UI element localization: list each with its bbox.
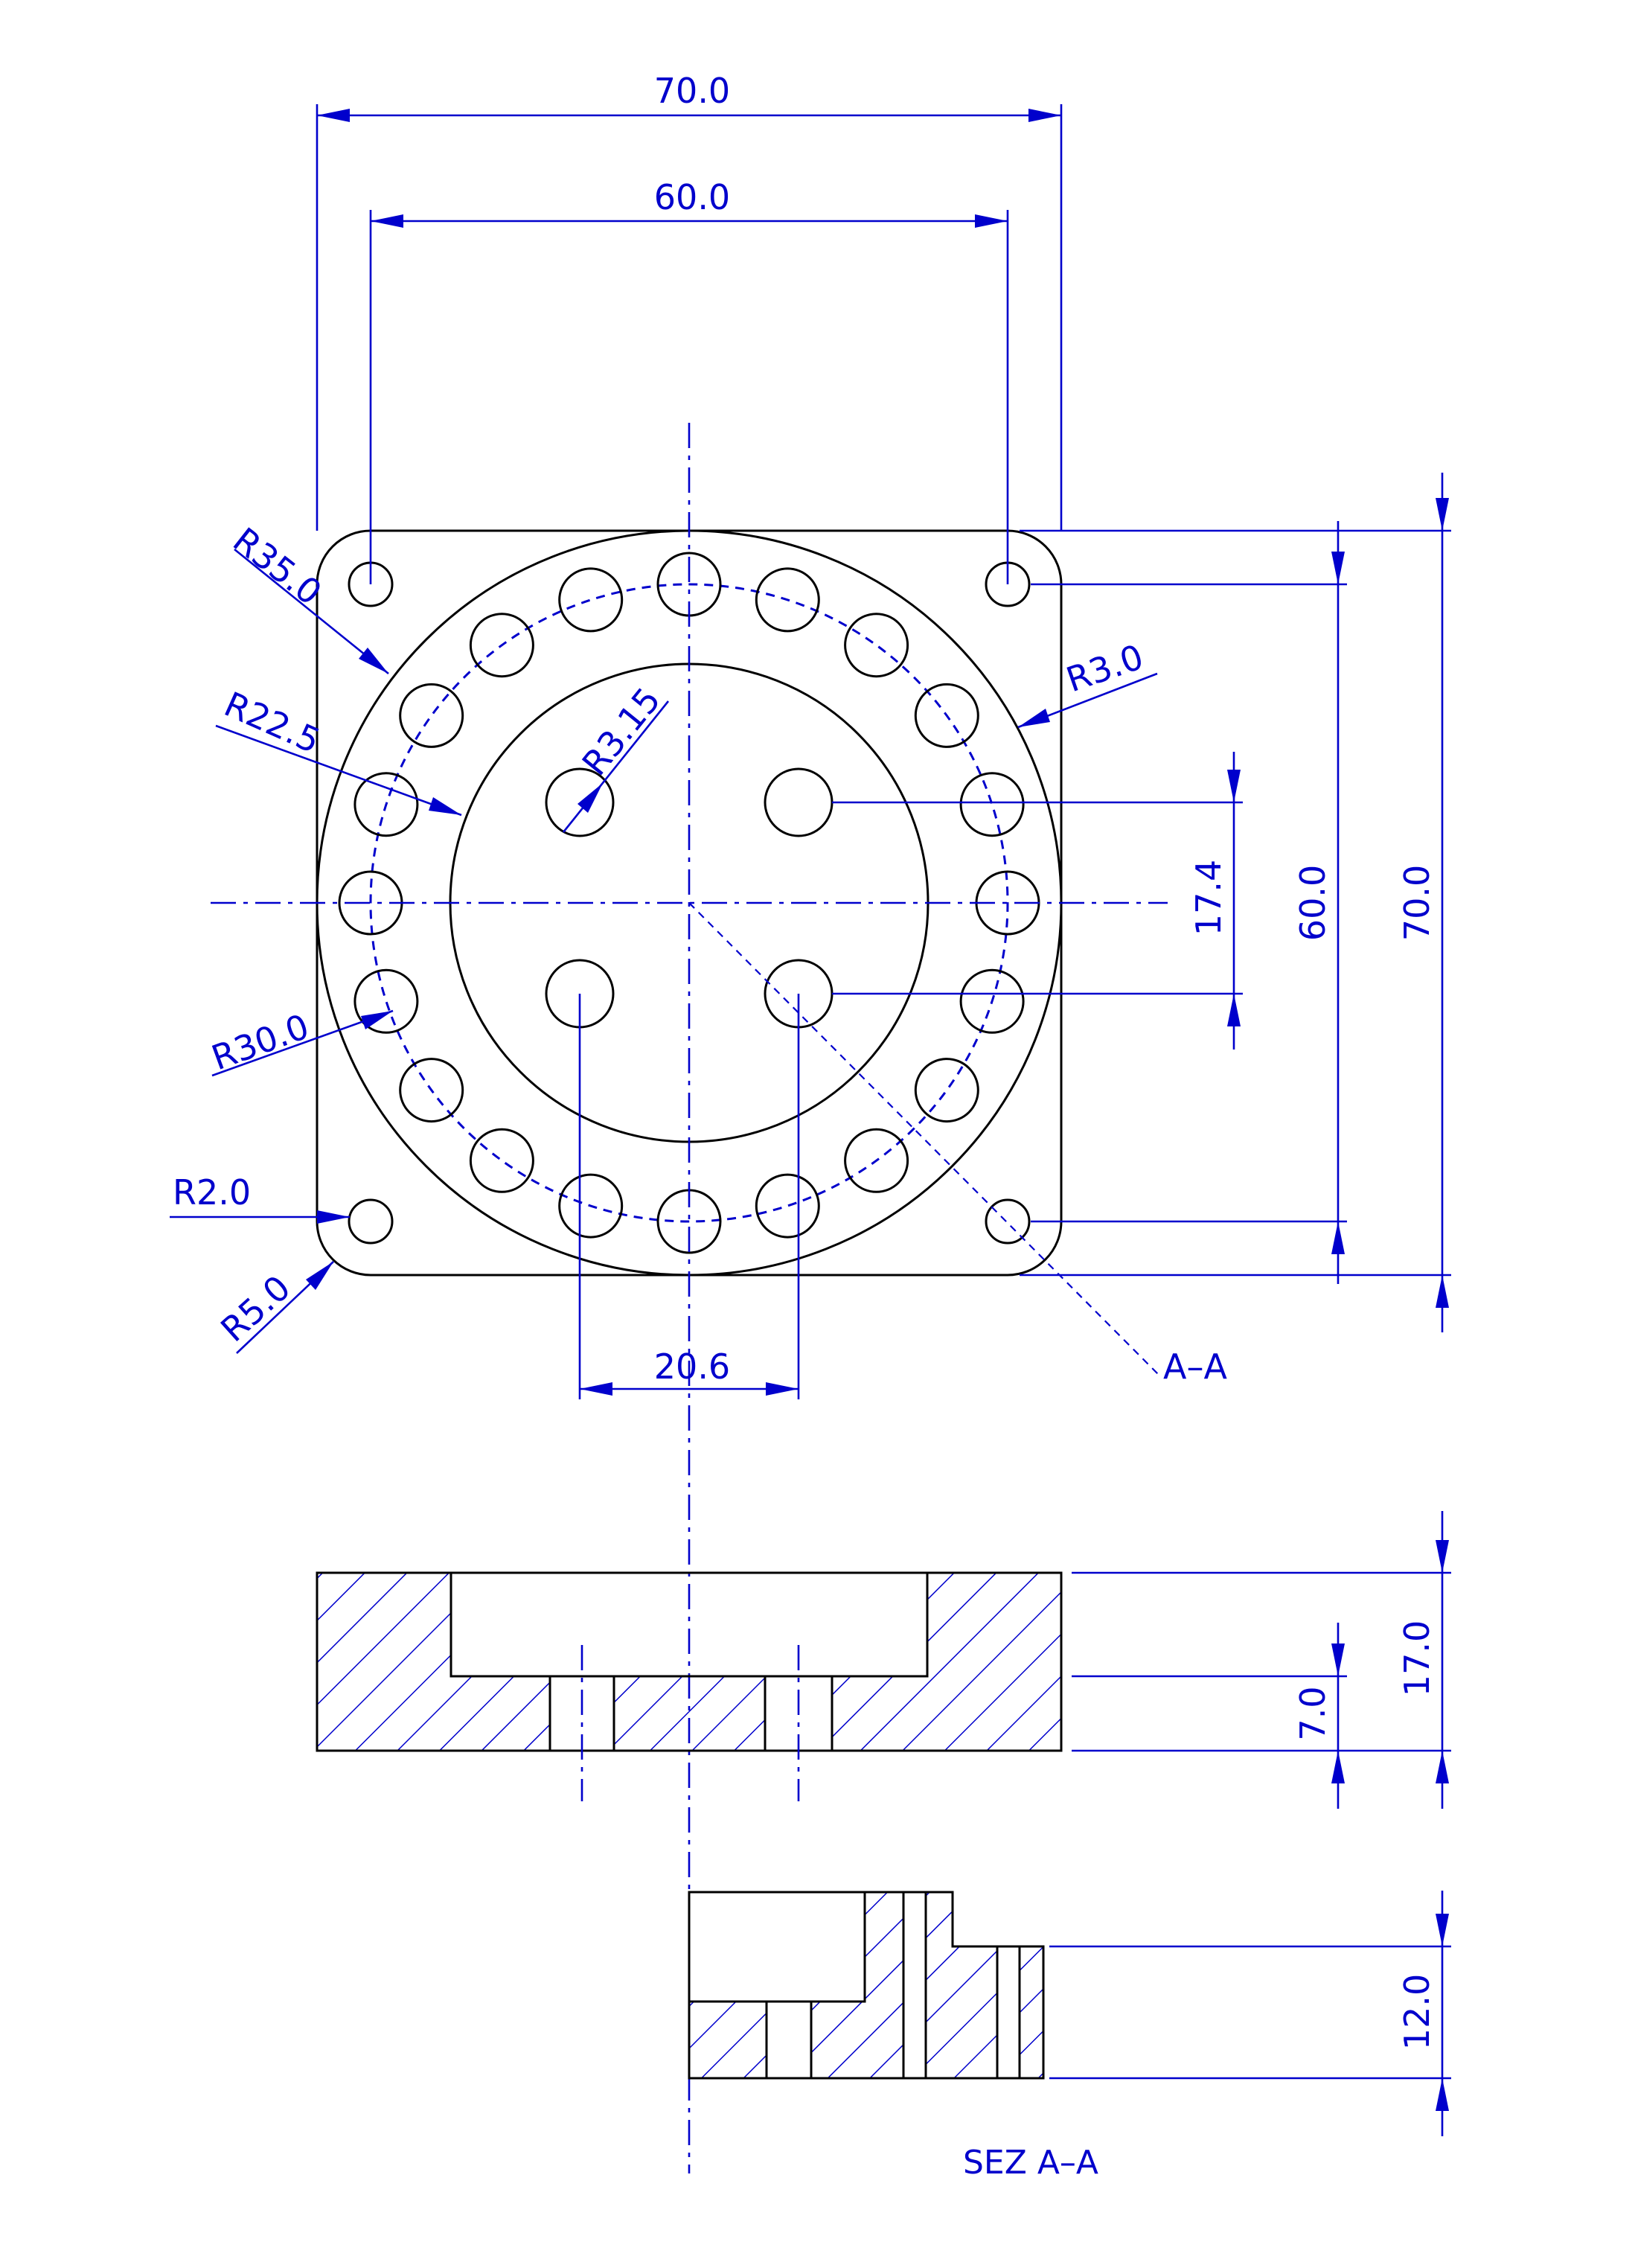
section-hole [765, 2000, 813, 2080]
arrow-head [577, 783, 603, 813]
arrow-head [1436, 1540, 1449, 1573]
section-hole [996, 1945, 1021, 2080]
arrow-head [371, 214, 403, 228]
arrow-head [766, 1382, 799, 1396]
radius-inner-circle: R22.5 [219, 684, 327, 761]
arrow-head [317, 1210, 350, 1224]
bolt-hole [959, 772, 1025, 837]
bolt-hole [558, 1173, 624, 1239]
bolt-hole [469, 613, 534, 678]
section-title: SEZ A–A [963, 2144, 1098, 2182]
arrow-head [1331, 1643, 1345, 1676]
radius-inner-hole: R3.15 [575, 680, 669, 782]
hatched-region [831, 1571, 1063, 1752]
radius-bolt-circle: R30.0 [206, 1006, 314, 1079]
bolt-hole [959, 968, 1025, 1034]
section-hole [902, 1891, 927, 2080]
arrow-head [1331, 1221, 1345, 1254]
hatched-region [316, 1571, 551, 1752]
arrow-head [1018, 709, 1050, 727]
arrow-head [1227, 994, 1241, 1026]
inner-hole [545, 767, 615, 837]
arrow-head [1436, 2078, 1449, 2111]
bolt-hole [399, 683, 464, 748]
bolt-hole [353, 968, 419, 1034]
bolt-hole [353, 772, 419, 837]
section-marker: A–A [1163, 1347, 1227, 1387]
bolt-hole [755, 567, 820, 633]
hatched-region [688, 2000, 768, 2080]
arrow-head [1331, 552, 1345, 584]
arrow-head [1331, 1751, 1345, 1783]
radius-corner-hole: R2.0 [173, 1172, 251, 1213]
arrow-head [1436, 1275, 1449, 1308]
arrow-head [1227, 770, 1241, 802]
arrow-head [306, 1262, 333, 1290]
arrow-head [361, 1011, 393, 1029]
radius-bolt-hole: R3.0 [1061, 636, 1148, 700]
arrow-head [1436, 498, 1449, 531]
partial-section-view: 12.0 SEZ A–A [688, 1891, 1451, 2182]
arrow-head [429, 797, 461, 815]
bolt-hole [755, 1173, 820, 1239]
dim-inner-hole-spacing-vertical: 17.4 [1188, 860, 1229, 936]
dim-partial-section-depth: 12.0 [1397, 1974, 1437, 2050]
plan-view [211, 423, 1168, 2173]
corner-hole [985, 1198, 1031, 1245]
radius-outer-circle: R35.0 [225, 520, 329, 613]
bolt-hole [399, 1058, 464, 1123]
dim-width-overall: 70.0 [654, 71, 730, 111]
arrow-head [1028, 109, 1061, 122]
corner-hole [348, 1198, 394, 1245]
hatched-region [810, 1891, 905, 2080]
leader-line [562, 700, 670, 833]
arrow-head [580, 1382, 612, 1396]
section-cut-line [688, 902, 1162, 1378]
bolt-hole [469, 1128, 534, 1193]
arrow-head [359, 648, 388, 674]
hatched-region [924, 1891, 999, 2080]
dim-hole-spacing-vertical: 60.0 [1293, 865, 1333, 941]
leader-line [215, 724, 462, 817]
section-outline [688, 1891, 866, 2003]
hatched-region [612, 1675, 767, 1752]
dim-section-depth: 17.0 [1397, 1620, 1437, 1696]
inner-hole [764, 767, 834, 837]
bolt-hole [844, 1128, 909, 1193]
hatched-region [1018, 1945, 1045, 2080]
bolt-hole [844, 613, 909, 678]
plan-dimensions: 70.0 60.0 70.0 60.0 17.4 [170, 71, 1451, 1399]
bolt-circle [369, 583, 1009, 1223]
arrow-head [317, 109, 350, 122]
arrow-head [1436, 1751, 1449, 1783]
bolt-hole [558, 567, 624, 633]
section-view: 17.0 7.0 [316, 1511, 1451, 1809]
bolt-hole [914, 1058, 979, 1123]
dim-inner-hole-spacing-horizontal: 20.6 [654, 1347, 730, 1387]
arrow-head [975, 214, 1008, 228]
dim-height-overall: 70.0 [1397, 865, 1437, 941]
radius-corner-fillet: R5.0 [213, 1268, 298, 1349]
arrow-head [1436, 1914, 1449, 1946]
dim-section-step: 7.0 [1293, 1686, 1333, 1740]
leader-line [234, 548, 389, 675]
bolt-hole [914, 683, 979, 748]
dim-hole-spacing-horizontal: 60.0 [654, 177, 730, 217]
